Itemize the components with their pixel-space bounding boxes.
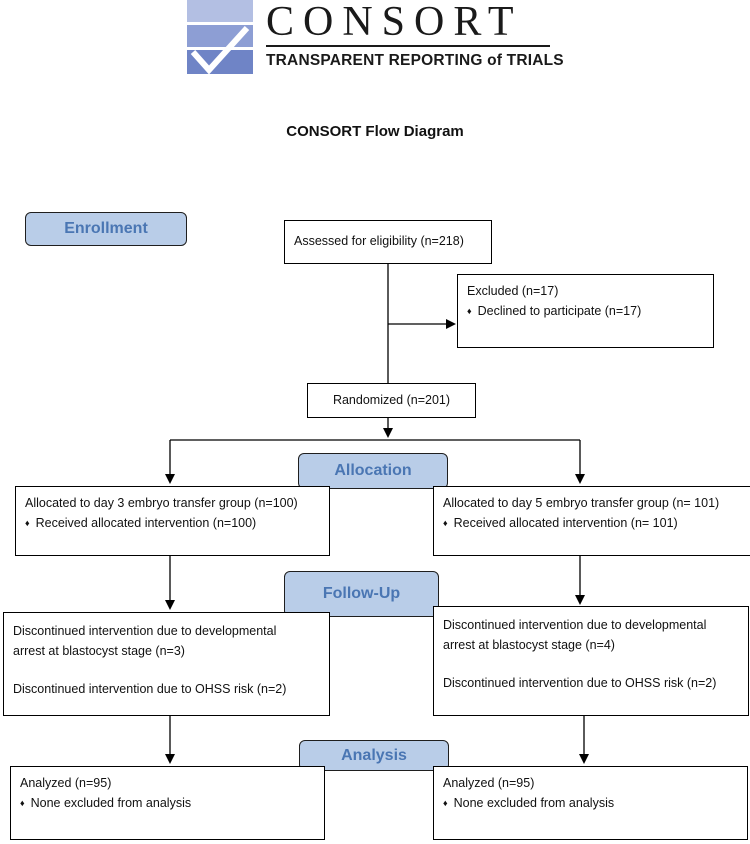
randomized-text: Randomized (n=201) [332, 393, 451, 407]
box-assessed: Assessed for eligibility (n=218) [284, 220, 492, 264]
excluded-title: Excluded (n=17) [467, 284, 559, 298]
follow-right-line-2: arrest at blastocyst stage (n=4) [443, 638, 615, 652]
logo-rule [266, 45, 550, 47]
assessed-text: Assessed for eligibility (n=218) [294, 234, 464, 248]
follow-left-ohss: Discontinued intervention due to OHSS ri… [13, 682, 287, 696]
analysis-left-item: ♦ None excluded from analysis [20, 793, 315, 814]
stage-follow-up: Follow-Up [284, 571, 439, 617]
excluded-item: ♦ Declined to participate (n=17) [467, 301, 704, 322]
box-randomized: Randomized (n=201) [307, 383, 476, 418]
stage-enrollment: Enrollment [25, 212, 187, 246]
excluded-item-text: Declined to participate (n=17) [477, 304, 642, 318]
diagram-title: CONSORT Flow Diagram [286, 123, 464, 140]
analysis-left-item-text: None excluded from analysis [30, 796, 192, 810]
bullet-icon: ♦ [443, 798, 448, 808]
bullet-icon: ♦ [25, 518, 30, 528]
logo-wordmark: CONSORT [266, 0, 523, 45]
box-follow-right: Discontinued intervention due to develop… [433, 606, 749, 716]
logo-square-top [187, 0, 253, 22]
follow-right-ohss: Discontinued intervention due to OHSS ri… [443, 676, 717, 690]
alloc-right-title: Allocated to day 5 embryo transfer group… [443, 496, 720, 510]
analysis-left-title: Analyzed (n=95) [20, 776, 112, 790]
analysis-right-item: ♦ None excluded from analysis [443, 793, 738, 814]
follow-left-line-2: arrest at blastocyst stage (n=3) [13, 644, 185, 658]
box-analysis-right: Analyzed (n=95) ♦ None excluded from anal… [433, 766, 748, 840]
box-alloc-right: Allocated to day 5 embryo transfer group… [433, 486, 750, 556]
stage-allocation: Allocation [298, 453, 448, 489]
alloc-left-item: ♦ Received allocated intervention (n=100) [25, 513, 320, 534]
alloc-left-title: Allocated to day 3 embryo transfer group… [25, 496, 298, 510]
logo-check-icon [190, 25, 250, 74]
alloc-right-item: ♦ Received allocated intervention (n= 101… [443, 513, 745, 534]
analysis-right-item-text: None excluded from analysis [453, 796, 615, 810]
bullet-icon: ♦ [467, 306, 472, 316]
bullet-icon: ♦ [443, 518, 448, 528]
analysis-right-title: Analyzed (n=95) [443, 776, 535, 790]
logo-tagline: TRANSPARENT REPORTING of TRIALS [266, 52, 564, 69]
box-analysis-left: Analyzed (n=95) ♦ None excluded from anal… [10, 766, 325, 840]
follow-right-line-1: Discontinued intervention due to develop… [443, 618, 707, 632]
consort-logo-mark [187, 0, 253, 74]
follow-left-line-1: Discontinued intervention due to develop… [13, 624, 277, 638]
box-alloc-left: Allocated to day 3 embryo transfer group… [15, 486, 330, 556]
box-excluded: Excluded (n=17) ♦ Declined to participate… [457, 274, 714, 348]
stage-analysis: Analysis [299, 740, 449, 771]
bullet-icon: ♦ [20, 798, 25, 808]
alloc-right-item-text: Received allocated intervention (n= 101) [453, 516, 678, 530]
alloc-left-item-text: Received allocated intervention (n=100) [35, 516, 257, 530]
box-follow-left: Discontinued intervention due to develop… [3, 612, 330, 716]
